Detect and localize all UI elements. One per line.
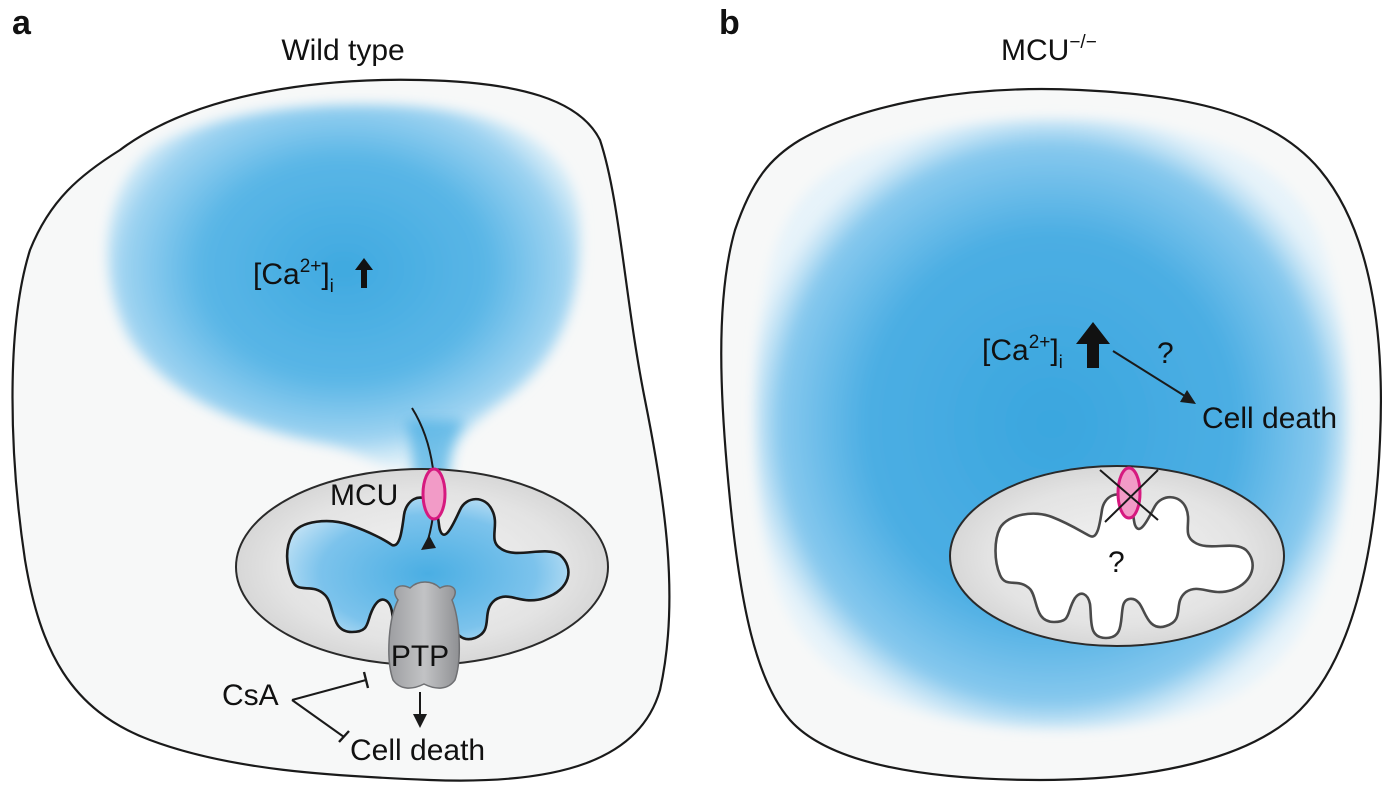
- svg-text:[Ca2+]i: [Ca2+]i: [982, 332, 1063, 372]
- svg-text:[Ca2+]i: [Ca2+]i: [253, 256, 334, 296]
- panel-a: a Wild type [Ca2+]i MCU PTP CsA: [11, 4, 671, 782]
- panel-b-title: MCU−/−: [1001, 32, 1097, 67]
- panel-b: b MCU−/− [Ca2+]i ? Cell death ?: [719, 4, 1383, 782]
- mitochondrion-b-cristae: [994, 493, 1254, 640]
- calcium-label-a: [Ca2+]i: [253, 256, 373, 296]
- ptp-label: PTP: [391, 640, 449, 673]
- mcu-label-a: MCU: [330, 479, 398, 512]
- ptp-pore: [388, 581, 461, 689]
- question-pathway: ?: [1157, 337, 1174, 370]
- ptp-death-arrowhead-icon: [413, 714, 427, 728]
- panel-a-title: Wild type: [281, 34, 404, 67]
- panel-a-letter: a: [12, 4, 32, 42]
- csa-inhibition-lines: [291, 671, 370, 743]
- influx-arrowhead-icon: [421, 535, 436, 550]
- calcium-label-b: [Ca2+]i: [982, 322, 1110, 372]
- pathway-arrowhead-icon: [1180, 390, 1196, 404]
- calcium-cloud-a: [107, 104, 581, 470]
- question-mito: ?: [1108, 546, 1125, 579]
- mcu-channel-a: [421, 467, 447, 521]
- large-up-arrow-icon: [1076, 322, 1110, 368]
- csa-label: CsA: [222, 679, 279, 712]
- cell-death-label-a: Cell death: [350, 734, 485, 767]
- panel-b-letter: b: [719, 4, 740, 42]
- calcium-influx-arrow: [411, 407, 436, 541]
- mitochondrion-a-cristae: [285, 496, 570, 652]
- up-arrow-icon: [355, 258, 373, 288]
- mcu-channel-b: [1116, 466, 1142, 520]
- cell-death-label-b: Cell death: [1202, 402, 1337, 435]
- knockout-x-icon: [1099, 469, 1159, 523]
- pathway-arrow: [1112, 350, 1189, 399]
